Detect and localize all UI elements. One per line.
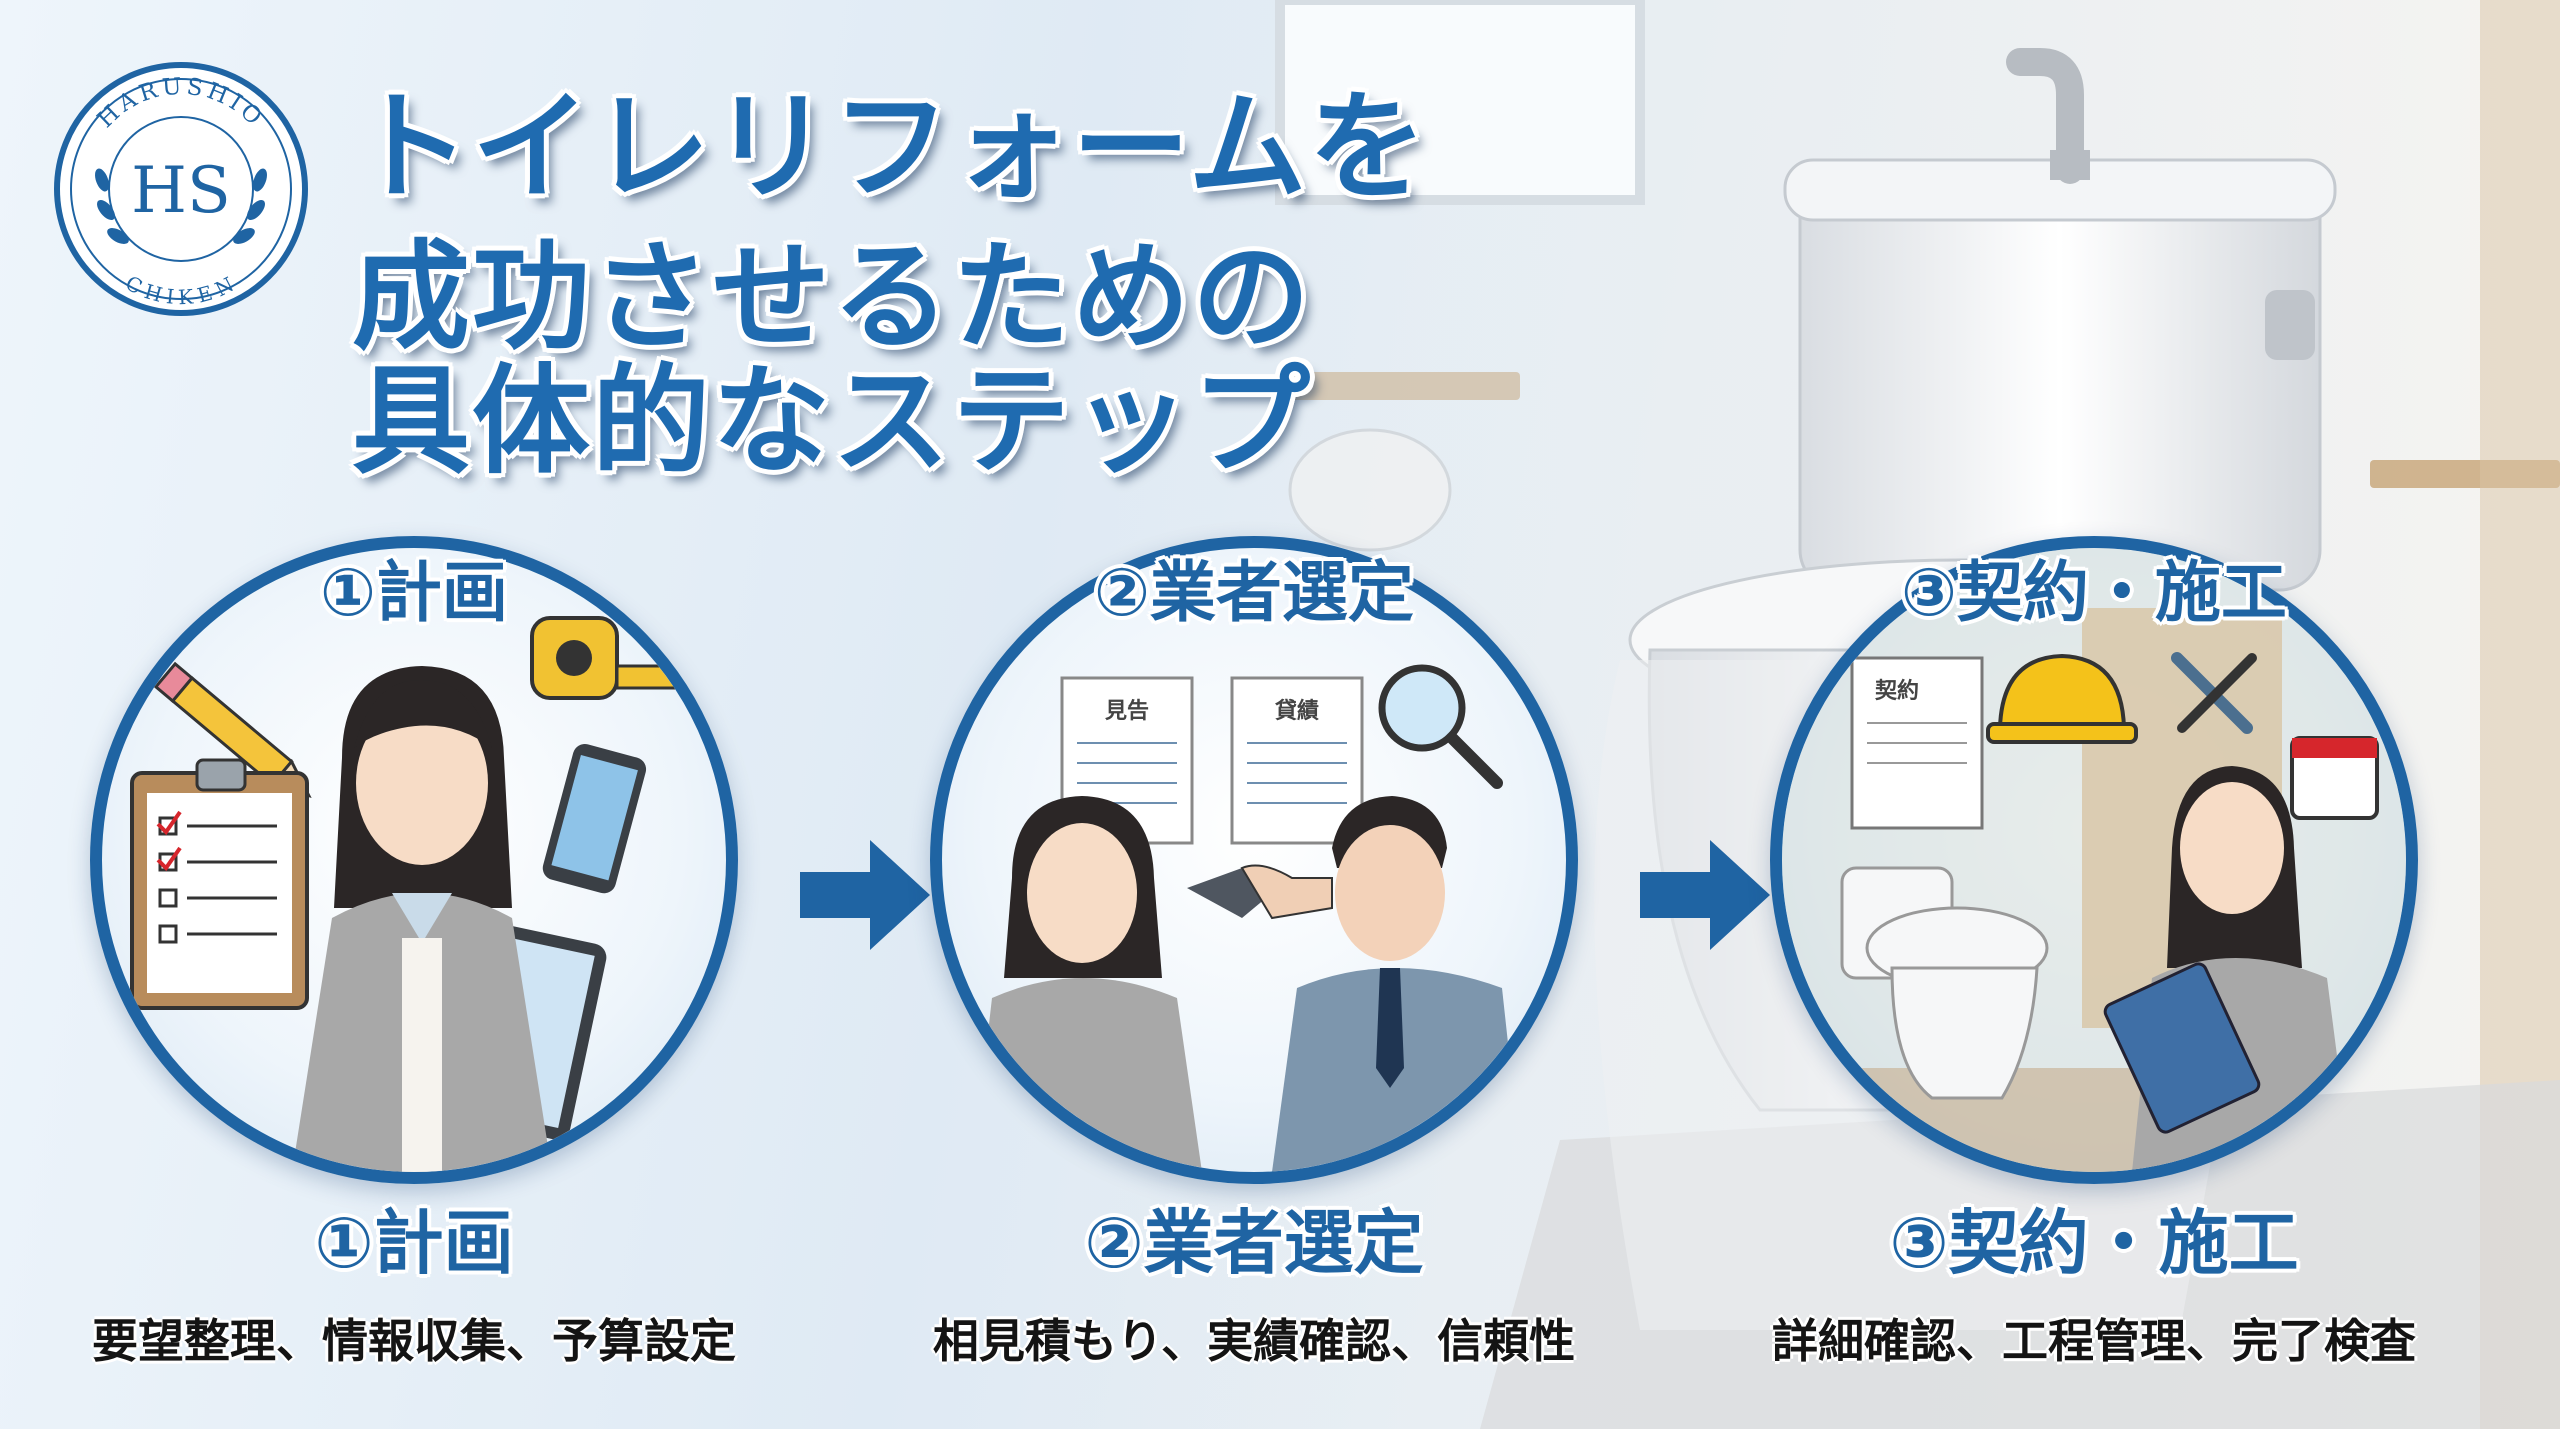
step-contractor-title: ②業者選定 xyxy=(1084,1202,1424,1284)
step-planning-title-top: ①計画 xyxy=(320,554,508,631)
step-construction-description: 詳細確認、工程管理、完了検査 xyxy=(1772,1314,2416,1368)
handshake-icon xyxy=(1187,864,1333,920)
hard-hat-icon xyxy=(1986,653,2138,744)
construction-illustration: 契約 xyxy=(1782,548,2406,1172)
step-contractor-description: 相見積もり、実績確認、信頼性 xyxy=(932,1314,1576,1368)
step-contractor-circle: 見告 貸績 xyxy=(930,536,1578,1184)
planner-person xyxy=(292,666,552,1172)
arrow-right-icon xyxy=(800,840,930,950)
contract-doc-label: 契約 xyxy=(1874,678,1919,704)
smartphone-icon xyxy=(542,744,647,894)
logo-monogram: HS xyxy=(131,154,231,228)
step-contractor-title-top: ②業者選定 xyxy=(1094,554,1414,631)
agent-person xyxy=(972,796,1202,1172)
contractor-person xyxy=(1272,796,1522,1172)
contract-document-icon: 契約 xyxy=(1850,656,1984,830)
step-planning-description: 要望整理、情報収集、予算設定 xyxy=(92,1314,736,1368)
clipboard-checklist-icon xyxy=(130,758,309,1010)
new-toilet xyxy=(1840,866,2049,1100)
magnifier-icon xyxy=(1378,664,1503,789)
step-planning: ①計画 ①計画 要望整理、情報収集、予算設定 xyxy=(60,0,780,1429)
company-seal-icon: HARUSHIO CHIKEN HS xyxy=(54,62,308,316)
step-planning-circle xyxy=(90,536,738,1184)
step-construction-title: ③契約・施工 xyxy=(1889,1202,2299,1284)
step-contract-construction: 契約 xyxy=(1740,0,2460,1429)
page-title-line-2: 成功させるための xyxy=(352,228,1313,366)
page-title-line-1: トイレリフォームを xyxy=(352,78,1429,216)
arrow-right-icon xyxy=(1640,840,1770,950)
step-planning-title: ①計画 xyxy=(314,1202,514,1284)
step-contractor-selection: 見告 貸績 xyxy=(900,0,1620,1429)
company-logo: HARUSHIO CHIKEN HS xyxy=(52,60,310,318)
laurel-icon xyxy=(95,168,267,244)
planning-illustration xyxy=(130,616,689,1172)
calendar-icon xyxy=(2290,736,2379,820)
estimate-document-2: 貸績 xyxy=(1230,676,1364,845)
step-construction-title-top: ③契約・施工 xyxy=(1901,554,2287,631)
page-title-line-3: 具体的なステップ xyxy=(352,352,1313,490)
supervisor-person xyxy=(2103,766,2352,1172)
estimate-doc-label-1: 見告 xyxy=(1105,699,1149,724)
contractor-illustration: 見告 貸績 xyxy=(972,664,1522,1172)
step-construction-circle: 契約 xyxy=(1770,536,2418,1184)
tools-icon xyxy=(2171,652,2257,734)
estimate-doc-label-2: 貸績 xyxy=(1274,698,1319,724)
tape-measure-icon xyxy=(530,616,689,700)
